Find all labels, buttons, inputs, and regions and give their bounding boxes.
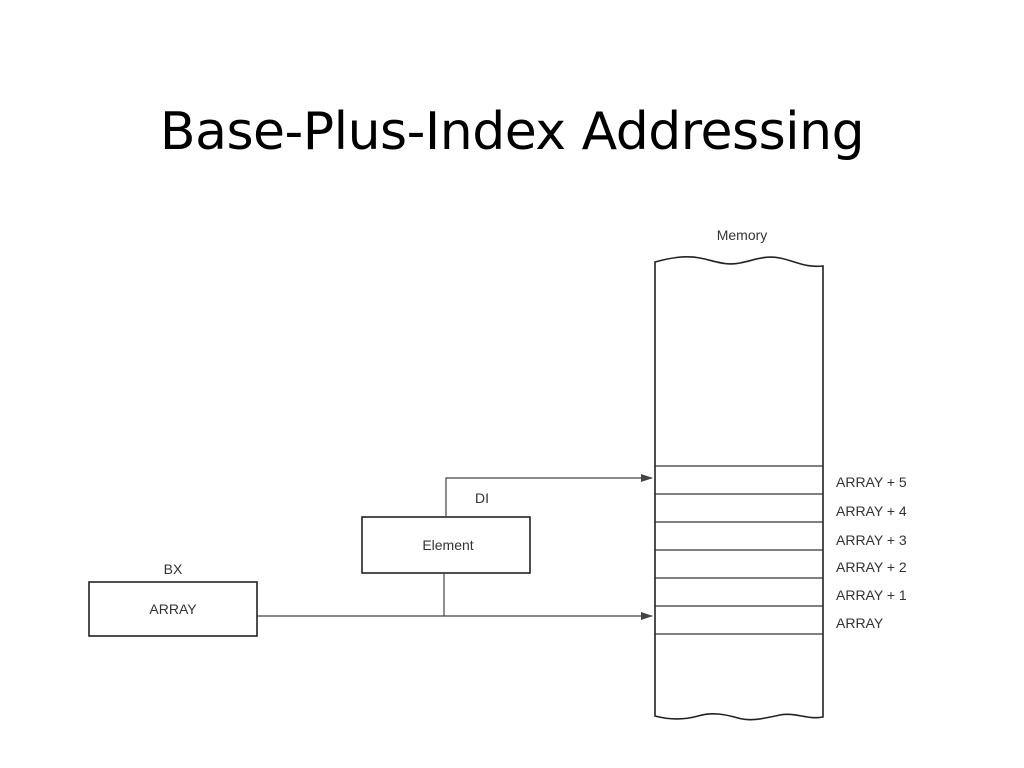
memory-row-label: ARRAY xyxy=(836,615,884,631)
memory-row-label: ARRAY + 2 xyxy=(836,559,907,575)
memory-row-dividers xyxy=(655,465,823,635)
memory-label: Memory xyxy=(717,227,768,243)
di-register-label: DI xyxy=(475,490,489,506)
di-pointer-arrow xyxy=(445,474,653,517)
memory-block xyxy=(654,255,824,721)
bx-register-label: BX xyxy=(164,561,183,577)
memory-row-label: ARRAY + 4 xyxy=(836,503,907,519)
bx-register-value: ARRAY xyxy=(149,601,197,617)
bx-register-box xyxy=(88,581,258,637)
memory-row-label: ARRAY + 5 xyxy=(836,474,907,490)
memory-row-label: ARRAY + 3 xyxy=(836,532,907,548)
memory-row-label: ARRAY + 1 xyxy=(836,587,907,603)
di-register-value: Element xyxy=(422,537,473,553)
slide-title: Base-Plus-Index Addressing xyxy=(159,102,865,162)
